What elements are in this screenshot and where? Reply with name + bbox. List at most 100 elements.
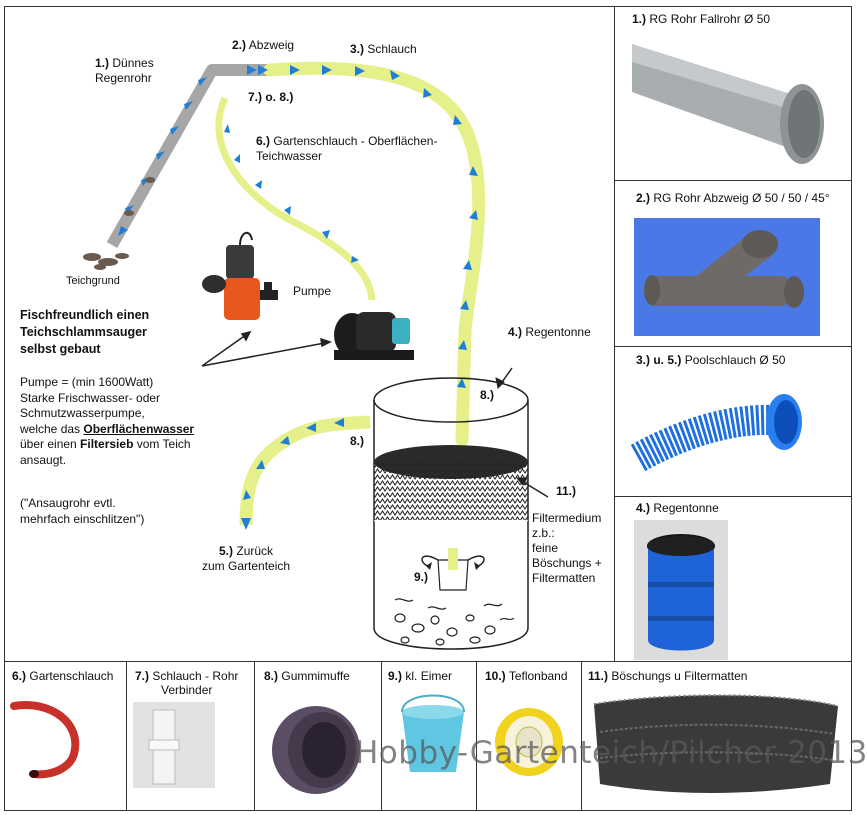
part-10-num: 10.) <box>485 669 506 683</box>
label-barrel: 4.) Regentonne <box>508 325 591 340</box>
label-sleeve-top: 8.) <box>480 388 495 402</box>
teflon-tape-image <box>495 708 563 776</box>
part-title-2: 2.) RG Rohr Abzweig Ø 50 / 50 / 45° <box>636 191 830 205</box>
part-title-1: 1.) RG Rohr Fallrohr Ø 50 <box>632 12 770 26</box>
divider-bottom-2 <box>254 661 255 811</box>
divider-bottom-row <box>4 661 852 662</box>
label-thin-pipe: 1.) Dünnes Regenrohr <box>95 56 154 86</box>
description-note: ("Ansaugrohr evtl. mehrfach einschlitzen… <box>20 496 144 527</box>
small-bucket-image <box>401 694 465 772</box>
outer-frame <box>4 6 852 811</box>
label-thin-pipe-line1: Dünnes <box>112 56 154 70</box>
main-diagram <box>83 61 549 650</box>
part-7-text2: Verbinder <box>161 683 213 697</box>
part-4-num: 4.) <box>636 501 651 515</box>
filter-text-line3: feine <box>532 541 559 555</box>
part-9-text: kl. Eimer <box>405 669 453 683</box>
pump-line2: Starke Frischwasser- oder <box>20 390 161 405</box>
divider-bottom-3 <box>381 661 382 811</box>
barrel-sludge <box>394 598 515 646</box>
label-branch: 2.) Abzweig <box>232 38 294 53</box>
thin-rain-pipe <box>106 64 270 248</box>
part-title-4: 4.) Regentonne <box>636 501 719 515</box>
pump-line3: Schmutzwasserpumpe, <box>20 406 145 420</box>
divider-right-2 <box>614 346 852 347</box>
divider-bottom-5 <box>581 661 582 811</box>
note-line2: mehrfach einschlitzen") <box>20 511 145 526</box>
headline-line1: Fischfreundlich einen <box>20 308 150 322</box>
filter-text-line4: Böschungs + <box>532 556 602 570</box>
watermark-text: Hobby-Gartenteich/Pilcher 2013 <box>355 735 868 771</box>
submersible-pump-image <box>202 231 278 320</box>
pump-pointer-arrows <box>201 330 332 367</box>
divider-bottom-1 <box>126 661 127 811</box>
description-headline: Fischfreundlich einen Teichschlammsauger… <box>20 307 149 358</box>
downpipe-image <box>632 44 824 164</box>
label-connector: 7.) o. 8.) <box>248 90 294 104</box>
barrel-pointer <box>495 367 513 390</box>
label-hose: 3.) Schlauch <box>350 42 417 57</box>
label-garden-hose-line2: Teichwasser <box>256 149 323 163</box>
pool-hose-main <box>263 61 486 447</box>
description-pump-text: Pumpe = (min 1600Watt) Starke Frischwass… <box>20 375 194 468</box>
divider-right-1 <box>614 180 852 181</box>
flow-arrows-garden-hose <box>224 124 359 263</box>
part-title-10: 10.) Teflonband <box>485 669 568 683</box>
part-title-11: 11.) Böschungs u Filtermatten <box>588 669 747 683</box>
pump-line5a: über einen <box>20 437 81 451</box>
label-return-line1: Zurück <box>236 544 274 558</box>
pool-hose-image <box>630 394 802 472</box>
label-pump: Pumpe <box>293 284 332 298</box>
headline-line3: selbst gebaut <box>20 342 101 356</box>
part-4-text: Regentonne <box>653 501 719 515</box>
divider-bottom-4 <box>476 661 477 811</box>
part-3-num: 3.) u. 5.) <box>636 353 682 367</box>
label-filter-num: 11.) <box>556 484 577 498</box>
label-thin-pipe-line2: Regenrohr <box>95 71 152 85</box>
part-8-text: Gummimuffe <box>281 669 350 683</box>
label-garden-hose-line1: Gartenschlauch - Oberflächen- <box>273 134 438 148</box>
part-title-3: 3.) u. 5.) Poolschlauch Ø 50 <box>636 353 785 367</box>
rain-barrel-image <box>634 520 728 660</box>
pump-line4b: Oberflächenwasser <box>83 421 195 436</box>
note-line1: ("Ansaugrohr evtl. <box>20 496 116 510</box>
label-hose-text: Schlauch <box>367 42 417 56</box>
garden-hose-surface <box>215 96 376 301</box>
filter-mat-image <box>593 694 839 793</box>
pump-line4a: welche das <box>20 421 84 436</box>
divider-right-3 <box>614 496 852 497</box>
label-garden-hose: 6.) Gartenschlauch - Oberflächen- Teichw… <box>256 134 437 164</box>
label-return-line2: zum Gartenteich <box>202 559 291 573</box>
part-11-num: 11.) <box>588 669 609 683</box>
part-7-text: Schlauch - Rohr <box>152 669 239 683</box>
label-pond-floor: Teichgrund <box>66 275 120 287</box>
pump-line6: ansaugt. <box>20 452 67 467</box>
part-2-text: RG Rohr Abzweig Ø 50 / 50 / 45° <box>653 191 830 205</box>
label-barrel-num: 4.) <box>508 325 523 339</box>
part-title-6: 6.) Gartenschlauch <box>12 669 113 683</box>
pump-line5b: Filtersieb <box>80 437 134 451</box>
part-10-text: Teflonband <box>508 669 568 683</box>
label-return: 5.) Zurück zum Gartenteich <box>202 544 290 574</box>
part-8-num: 8.) <box>264 669 279 683</box>
hose-connector-image <box>133 702 215 788</box>
part-title-9: 9.) kl. Eimer <box>388 669 452 683</box>
filter-text-line1: Filtermedium <box>532 511 602 525</box>
rain-barrel-drawing <box>373 377 529 650</box>
part-title-8: 8.) Gummimuffe <box>264 669 350 683</box>
filter-text-line2: z.b.: <box>532 526 555 540</box>
small-bucket-drawing <box>421 548 485 591</box>
part-1-num: 1.) <box>632 12 647 26</box>
filter-text-line5: Filtermatten <box>532 571 596 585</box>
label-filter-medium: Filtermedium z.b.: feine Böschungs + Fil… <box>532 511 602 586</box>
label-hose-num: 3.) <box>350 42 365 56</box>
headline-line2: Teichschlammsauger <box>20 325 147 339</box>
label-thin-pipe-num: 1.) <box>95 56 110 70</box>
pond-floor-mud <box>83 177 155 270</box>
label-bucket: 9.) <box>414 570 429 584</box>
part-9-num: 9.) <box>388 669 403 683</box>
rubber-sleeve-image <box>272 706 360 794</box>
branch-pipe-image <box>634 218 820 336</box>
part-6-text: Gartenschlauch <box>29 669 114 683</box>
part-2-num: 2.) <box>636 191 651 205</box>
